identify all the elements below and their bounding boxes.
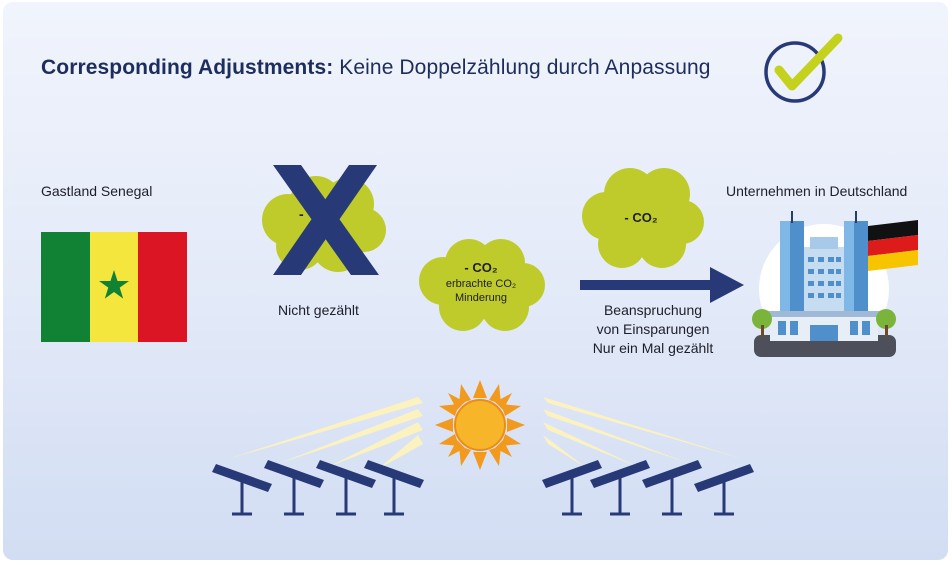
host-country-label: Gastland Senegal bbox=[41, 183, 153, 199]
sun-rays-left bbox=[228, 397, 423, 469]
solar-panel-icon bbox=[542, 460, 602, 516]
sun-icon bbox=[435, 380, 525, 470]
title-bold: Corresponding Adjustments: bbox=[41, 56, 334, 79]
germany-flag bbox=[868, 220, 918, 271]
center-cloud bbox=[419, 239, 545, 331]
solar-panel-icon bbox=[694, 464, 754, 516]
senegal-flag bbox=[41, 232, 187, 342]
claim-line1: Beanspruchung bbox=[603, 302, 703, 318]
not-counted-label: Nicht gezählt bbox=[278, 302, 359, 318]
arrow-right-icon bbox=[580, 267, 744, 303]
solar-panel-icon bbox=[364, 460, 424, 516]
page-title: Corresponding Adjustments: Keine Doppelz… bbox=[41, 56, 711, 80]
solar-panel-icon bbox=[642, 460, 702, 516]
solar-panel-icon bbox=[316, 460, 376, 516]
office-building-icon bbox=[752, 211, 896, 357]
flag-star bbox=[99, 270, 129, 299]
solar-panel-icon bbox=[264, 460, 324, 516]
check-circle-icon bbox=[764, 33, 843, 103]
solar-panels-left bbox=[212, 460, 424, 516]
company-label: Unternehmen in Deutschland bbox=[726, 183, 908, 199]
infographic-canvas: Corresponding Adjustments: Keine Doppelz… bbox=[3, 2, 948, 560]
claim-line2: von Einsparungen bbox=[596, 321, 710, 337]
sun-rays-right bbox=[543, 397, 743, 469]
crossed-cloud-text: - bbox=[299, 206, 304, 222]
solar-panel-icon bbox=[212, 464, 272, 516]
claim-line3: Nur ein Mal gezählt bbox=[592, 340, 714, 356]
center-cloud-line2: erbrachte CO₂ bbox=[445, 278, 517, 290]
right-cloud bbox=[582, 168, 704, 268]
right-cloud-text: - CO₂ bbox=[624, 210, 658, 225]
center-cloud-line1: - CO₂ bbox=[464, 260, 498, 275]
solar-panel-icon bbox=[590, 460, 650, 516]
center-cloud-line3: Minderung bbox=[455, 292, 507, 304]
cross-icon bbox=[273, 165, 379, 275]
title-rest: Keine Doppelzählung durch Anpassung bbox=[333, 56, 711, 79]
solar-panels-right bbox=[542, 460, 754, 516]
